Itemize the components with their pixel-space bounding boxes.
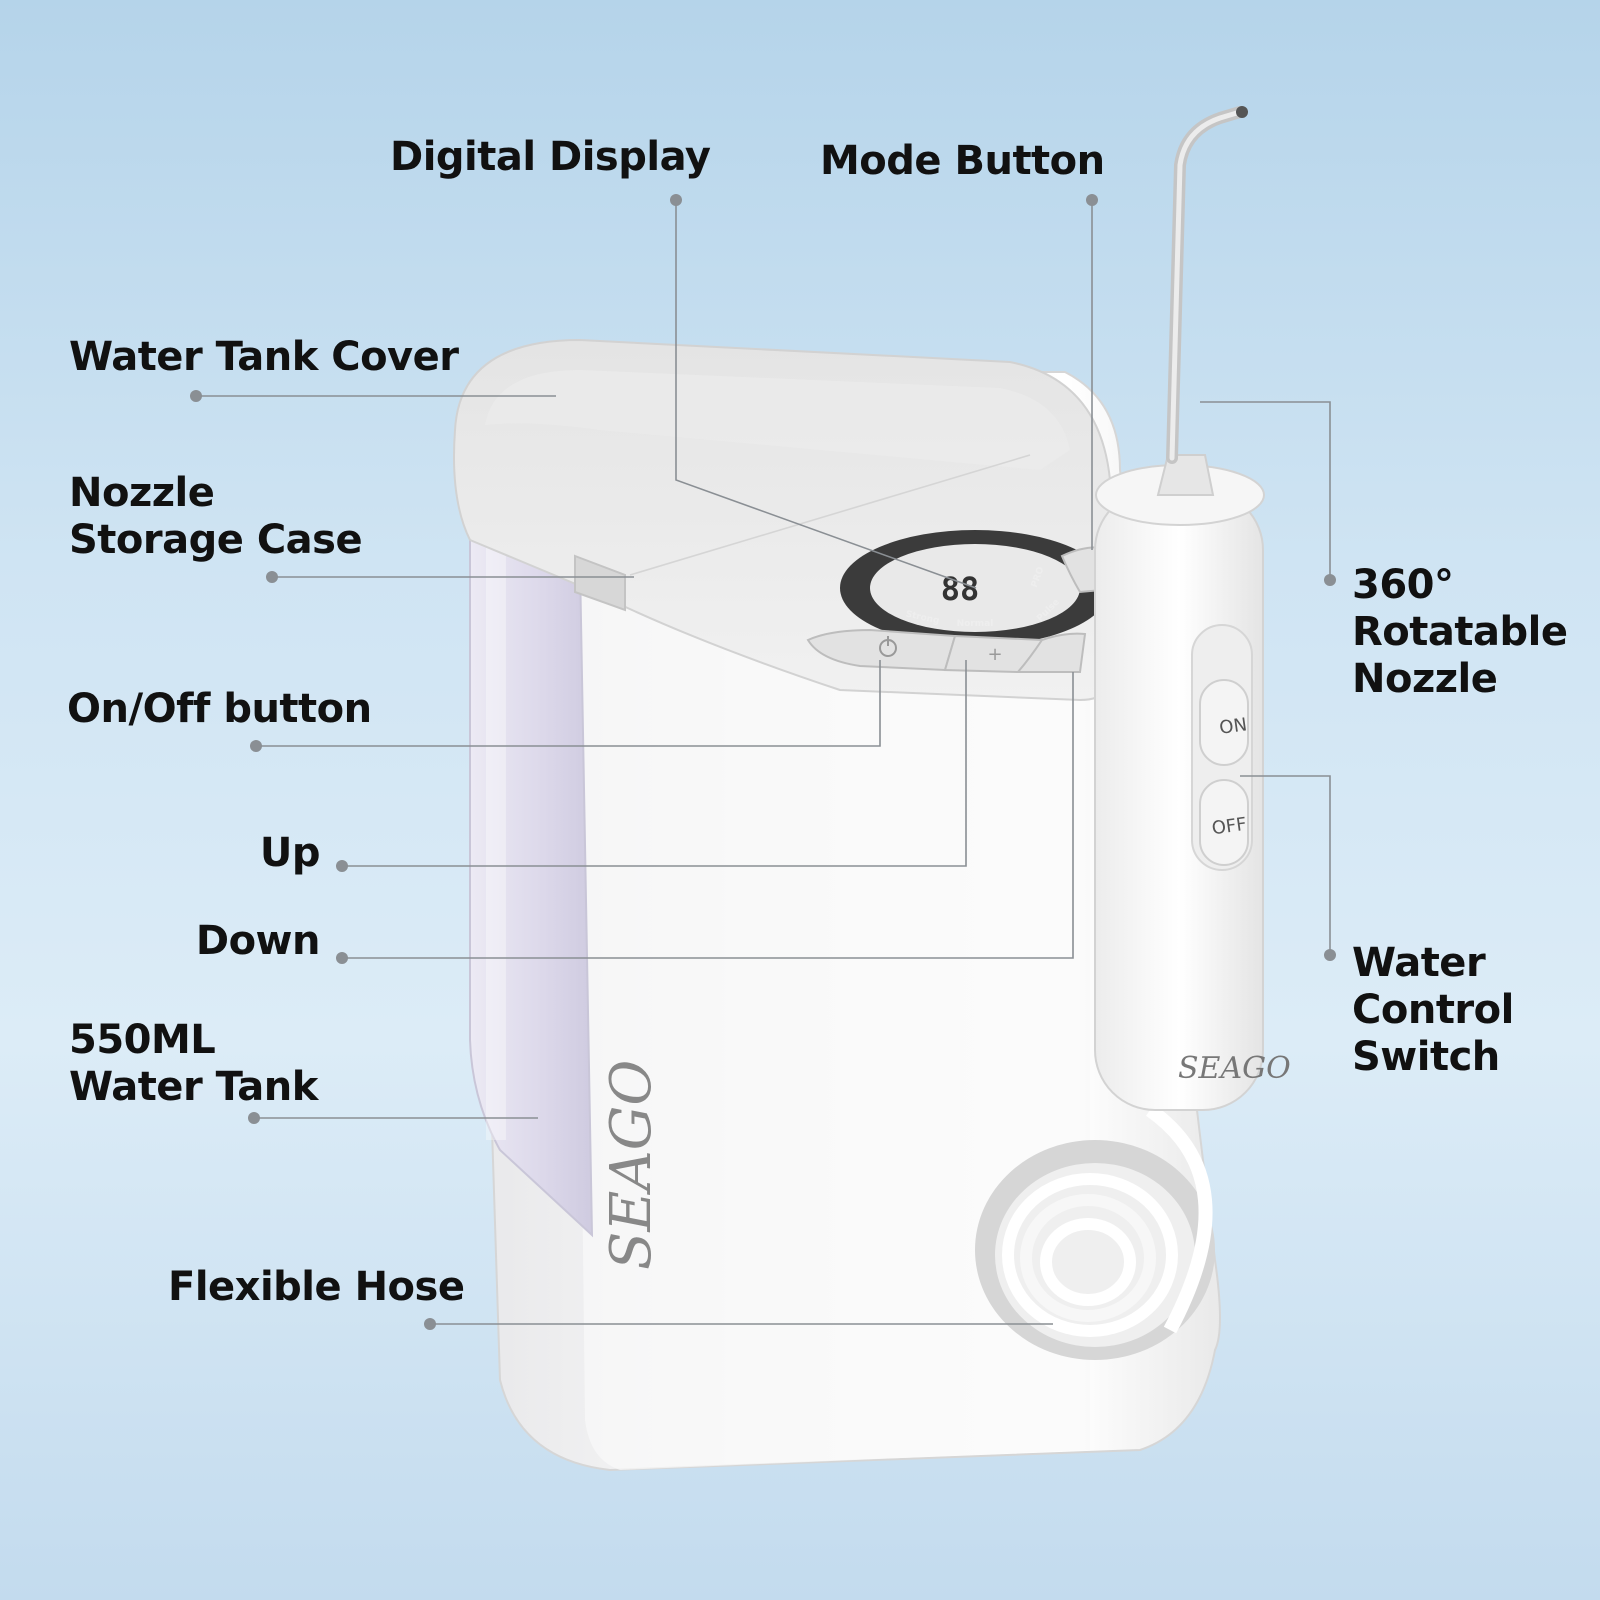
- leader-lines: [190, 194, 1336, 1330]
- water-tank: [469, 518, 594, 1238]
- on-switch-label: ON: [1218, 714, 1248, 739]
- label-digital-display: Digital Display: [390, 134, 711, 180]
- label-water-tank-cover: Water Tank Cover: [69, 334, 459, 380]
- label-on-off-button: On/Off button: [67, 686, 372, 732]
- flexible-hose: [975, 1104, 1215, 1360]
- label-flexible-hose: Flexible Hose: [168, 1264, 465, 1310]
- label-nozzle-storage-case: Nozzle Storage Case: [69, 470, 363, 563]
- label-water-tank: 550ML Water Tank: [69, 1017, 318, 1110]
- brand-logo: SEAGO: [599, 1060, 664, 1270]
- off-switch[interactable]: [1199, 779, 1249, 866]
- label-rotatable-nozzle: 360° Rotatable Nozzle: [1352, 562, 1568, 702]
- off-switch-label: OFF: [1211, 814, 1248, 840]
- nozzle-storage-case: [574, 554, 626, 612]
- label-mode-button: Mode Button: [820, 138, 1105, 184]
- label-water-control-switch: Water Control Switch: [1352, 940, 1514, 1080]
- mode-label-normal: Normal: [957, 619, 994, 629]
- label-down: Down: [195, 918, 321, 964]
- plus-icon: +: [987, 644, 1002, 665]
- rotatable-nozzle: [1156, 106, 1248, 496]
- handle-brand-logo: SEAGO: [1178, 1051, 1291, 1086]
- on-switch[interactable]: [1199, 679, 1249, 766]
- handle: ON OFF SEAGO: [1094, 464, 1291, 1111]
- display-digits: 88: [941, 570, 980, 608]
- label-up: Up: [259, 830, 321, 876]
- down-button[interactable]: [1015, 632, 1087, 673]
